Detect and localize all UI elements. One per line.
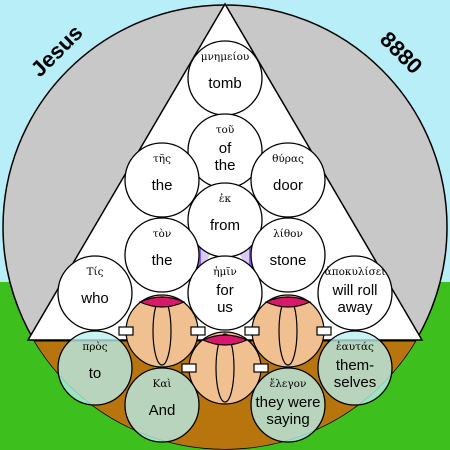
seed-bar bbox=[316, 326, 332, 336]
greek-word: ἔλεγον bbox=[270, 377, 307, 390]
english-word: will roll bbox=[332, 282, 378, 299]
seed-bar bbox=[181, 363, 197, 373]
greek-word: τοῦ bbox=[216, 124, 235, 136]
english-word: who bbox=[80, 290, 109, 307]
english-word: the bbox=[152, 252, 173, 269]
english-word: the bbox=[215, 157, 236, 174]
english-word: door bbox=[273, 177, 303, 194]
word-bubble-themselves: ἑαυτάς them-selves bbox=[317, 330, 393, 406]
greek-word: ἡμῖν bbox=[213, 265, 237, 278]
bubble-circle bbox=[187, 255, 263, 331]
word-bubble-stone: λίθον stone bbox=[250, 217, 326, 293]
english-word: And bbox=[149, 402, 176, 419]
english-word: stone bbox=[270, 252, 307, 269]
word-bubble-door: θύρας door bbox=[250, 142, 326, 218]
english-word: they were bbox=[255, 394, 320, 411]
english-word: to bbox=[89, 365, 102, 382]
word-bubble-the-1: τῆς the bbox=[124, 142, 200, 218]
seed-bar bbox=[253, 363, 269, 373]
bubble-circle bbox=[57, 255, 133, 331]
english-word: us bbox=[217, 299, 233, 316]
english-word: of bbox=[219, 140, 232, 157]
english-word: tomb bbox=[208, 75, 241, 92]
greek-word: θύρας bbox=[272, 153, 304, 165]
seed-bar bbox=[190, 326, 206, 336]
greek-word: τὸν bbox=[153, 228, 172, 240]
word-bubble-tomb: μνημείου tomb bbox=[187, 40, 263, 116]
greek-word: μνημείου bbox=[201, 50, 250, 63]
seed-bar bbox=[118, 326, 134, 336]
english-word: selves bbox=[334, 374, 377, 391]
bubble-circle bbox=[250, 142, 326, 218]
bubble-circle bbox=[124, 367, 200, 443]
english-word: them- bbox=[336, 357, 374, 374]
word-bubble-the-2: τὸν the bbox=[124, 217, 200, 293]
greek-word: ἐκ bbox=[219, 192, 232, 205]
english-word: for bbox=[216, 282, 234, 299]
seed-lens bbox=[215, 333, 235, 403]
bubble-circle bbox=[250, 367, 326, 443]
word-bubbles: μνημείουtombτοῦoftheτῆςtheθύραςdoorἐκfro… bbox=[57, 40, 393, 443]
english-word: the bbox=[152, 177, 173, 194]
greek-word: ἑαυτάς bbox=[336, 340, 374, 353]
english-word: saying bbox=[266, 411, 309, 428]
seed-bar bbox=[244, 326, 260, 336]
pink-petal bbox=[138, 296, 186, 308]
bubble-circle bbox=[317, 330, 393, 406]
greek-word: Καὶ bbox=[152, 377, 171, 390]
bubble-circle bbox=[124, 142, 200, 218]
greek-word: ἀποκυλίσει bbox=[325, 265, 386, 278]
bubble-circle bbox=[317, 255, 393, 331]
greek-word: τῆς bbox=[153, 153, 171, 165]
bubble-circle bbox=[57, 330, 133, 406]
word-bubble-from: ἐκ from bbox=[187, 182, 263, 258]
word-bubble-who: Τίς who bbox=[57, 255, 133, 331]
pink-petal bbox=[201, 334, 249, 346]
bubble-circle bbox=[124, 217, 200, 293]
greek-word: πρὸς bbox=[82, 341, 107, 353]
english-word: away bbox=[337, 299, 373, 316]
pink-petal bbox=[264, 296, 312, 308]
word-bubble-to: πρὸς to bbox=[57, 330, 133, 406]
greek-word: Τίς bbox=[86, 265, 103, 278]
bubble-circle bbox=[250, 217, 326, 293]
english-word: from bbox=[210, 217, 240, 234]
greek-word: λίθον bbox=[273, 227, 303, 240]
seed-ornaments bbox=[118, 294, 332, 405]
